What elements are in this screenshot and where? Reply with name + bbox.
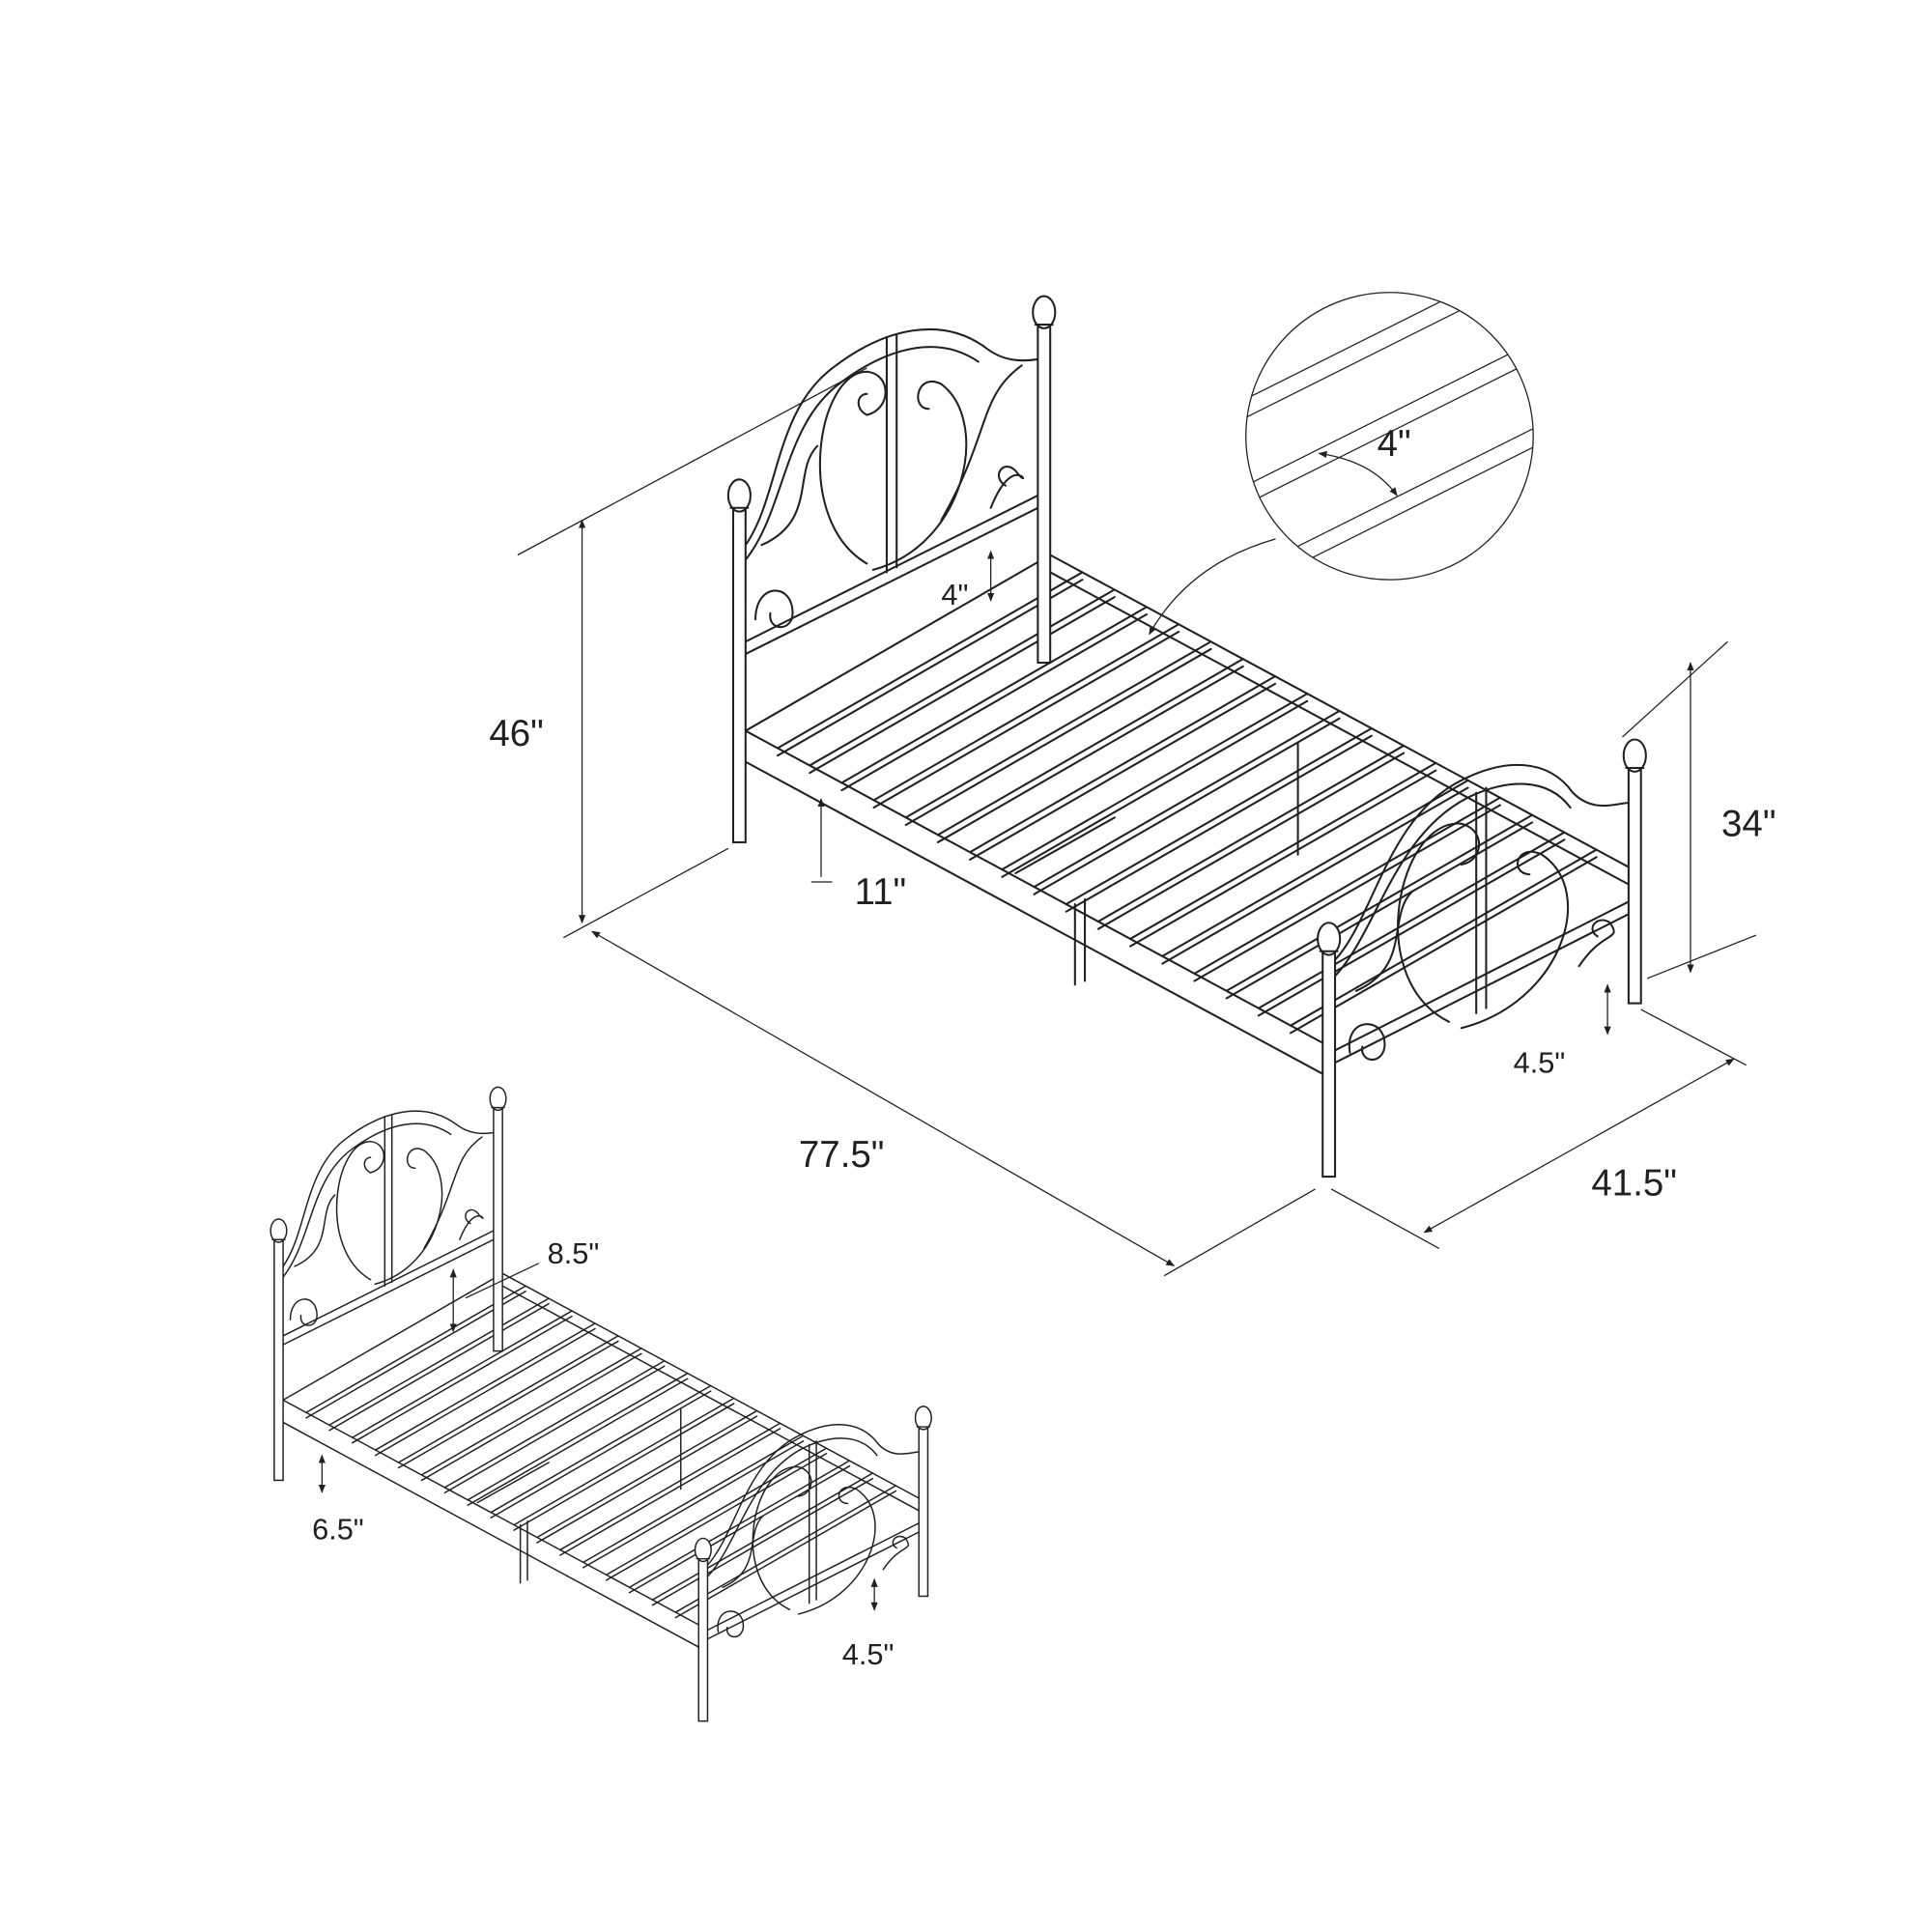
slat-detail-inset: 4": [1149, 292, 1534, 636]
scroll-ornament: [989, 466, 1025, 509]
slat: [1193, 796, 1501, 975]
post-finial: [1032, 295, 1057, 329]
headboard-top: [744, 346, 980, 561]
scroll-ornament: [871, 381, 968, 571]
bed-post: [1321, 950, 1337, 1178]
scroll-ornament: [818, 370, 887, 565]
slat: [872, 623, 1180, 802]
slat: [1065, 734, 1373, 913]
headboard-rail: [744, 506, 1039, 656]
slat: [1225, 821, 1534, 1000]
slat: [840, 613, 1148, 792]
slat: [1193, 804, 1501, 982]
slat: [969, 682, 1277, 861]
alt-clearance-label: 6.5": [312, 1513, 364, 1547]
scroll-ornament: [1354, 891, 1413, 992]
headboard-top: [744, 328, 1039, 547]
alternate-bed-drawing: [270, 1086, 932, 1722]
slat: [904, 640, 1212, 819]
scroll-ornament: [1577, 919, 1615, 968]
slat: [969, 675, 1277, 854]
side-rail: [1049, 571, 1630, 886]
clearance-label: 11": [855, 871, 907, 913]
slat: [1290, 848, 1598, 1027]
headboard-gap-label: 4": [941, 578, 968, 611]
scroll-ornament: [754, 589, 794, 629]
side-rail: [744, 760, 1324, 1075]
leader-line: [1149, 538, 1276, 636]
bed-post: [731, 506, 747, 843]
slat: [936, 658, 1244, 837]
footboard-gap-label: 4.5": [1514, 1045, 1566, 1079]
main-bed-drawing: [726, 295, 1647, 1178]
bed-post: [1627, 766, 1642, 1005]
main-dimensions: [517, 367, 1757, 1277]
scroll-ornament: [940, 364, 1023, 522]
slat: [1001, 693, 1309, 871]
post-finial: [1317, 922, 1342, 956]
slat: [872, 630, 1180, 809]
footboard-top: [1334, 782, 1572, 978]
scroll-ornament: [1348, 1023, 1386, 1061]
slat: [1096, 744, 1406, 923]
scroll-ornament: [1460, 850, 1570, 1030]
slat: [936, 665, 1244, 843]
slat: [1257, 838, 1566, 1017]
scroll-ornament: [760, 444, 819, 547]
slat: [1033, 717, 1341, 895]
footboard-height-label: 34": [1721, 804, 1776, 845]
slat: [1129, 769, 1437, 948]
slat: [1161, 779, 1469, 957]
slat: [1161, 786, 1469, 965]
headboard-rail: [744, 494, 1039, 643]
slat: [776, 579, 1084, 757]
alt-footboard-gap-label: 4.5": [842, 1637, 895, 1671]
slat: [1033, 710, 1341, 889]
alt-headboard-gap-label: 8.5": [548, 1236, 600, 1270]
slat: [809, 596, 1116, 775]
footboard-top: [1334, 763, 1630, 961]
footboard-rail: [1334, 900, 1630, 1052]
slat: [840, 606, 1148, 784]
post-finial: [1622, 738, 1647, 773]
slat: [1065, 726, 1373, 906]
inset-spacing-label: 4": [1378, 423, 1411, 465]
head-cross-rail: [744, 554, 1052, 732]
slat: [776, 571, 1084, 750]
alternate-dimensions: [318, 1263, 878, 1611]
footboard-rail: [1334, 913, 1630, 1065]
bed-post: [1037, 324, 1052, 665]
slat: [1290, 856, 1598, 1035]
center-joint: [1014, 816, 1116, 875]
post-finial: [726, 478, 752, 513]
slat: [904, 647, 1212, 827]
slat: [1129, 761, 1437, 940]
slat: [1001, 699, 1309, 878]
slat: [1257, 831, 1566, 1009]
scroll-ornament: [1397, 822, 1481, 1023]
slat: [1096, 752, 1406, 930]
length-label: 77.5": [799, 1134, 885, 1176]
overall-height-label: 46": [489, 713, 543, 754]
slat: [809, 588, 1116, 767]
width-label: 41.5": [1591, 1162, 1677, 1204]
